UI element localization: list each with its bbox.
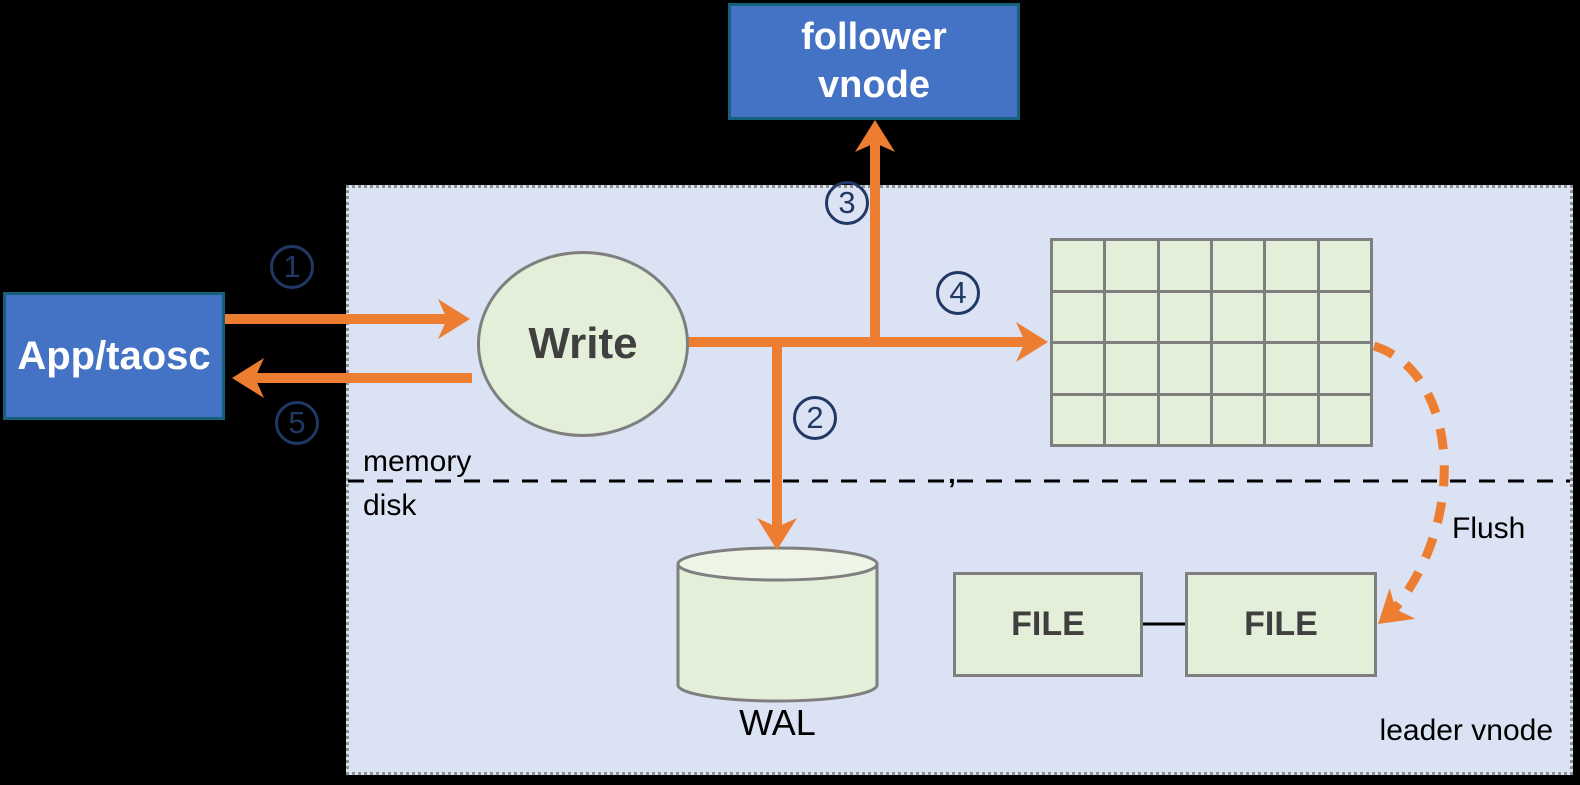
mem-table-cell [1159,344,1210,393]
mem-table-cell [1106,241,1157,290]
mem-table-cell [1266,292,1317,341]
file-box-left: FILE [953,572,1143,677]
mem-table-cell [1053,292,1104,341]
flush-dashed-curve [1372,341,1449,615]
step-2-badge: 2 [793,396,837,440]
step-4-badge: 4 [936,271,980,315]
mem-table-cell [1266,344,1317,393]
disk-label: disk [363,489,417,522]
leader-vnode-label: leader vnode [1379,714,1553,747]
memory-label: memory [363,445,472,478]
mem-table-cell [1053,241,1104,290]
file-left-label: FILE [1011,605,1085,643]
mem-table-cell [1319,344,1370,393]
mem-table-cell [1053,395,1104,444]
step-3-badge: 3 [825,181,869,225]
app-taosc-node: App/taosc [3,292,225,420]
app-taosc-label: App/taosc [17,334,211,378]
write-node: Write [477,251,689,437]
mem-table-cell [1159,241,1210,290]
mem-table-cell [1106,395,1157,444]
step-5-badge: 5 [275,401,319,445]
divider-mark: , [948,458,956,489]
mem-table-cell [1266,241,1317,290]
mem-table-cell [1319,395,1370,444]
mem-table-cell [1212,241,1264,290]
mem-table-cell [1212,292,1264,341]
mem-table-grid [1050,238,1373,447]
file-box-right: FILE [1185,572,1377,677]
mem-table-cell [1053,344,1104,393]
wal-label: WAL [739,702,816,743]
mem-table-cell [1159,292,1210,341]
follower-vnode-node: follower vnode [728,3,1020,120]
mem-table-cell [1159,395,1210,444]
follower-vnode-label-line2: vnode [818,63,930,106]
mem-table-cell [1106,344,1157,393]
follower-vnode-label-line1: follower [801,16,947,58]
write-label: Write [528,319,638,368]
step-1-badge: 1 [270,245,314,289]
wal-cylinder-shape [676,546,879,703]
mem-table-cell [1106,292,1157,341]
flush-label: Flush [1452,512,1526,545]
mem-table-cell [1212,344,1264,393]
mem-table-cell [1319,292,1370,341]
file-right-label: FILE [1244,605,1318,643]
mem-table-cell [1266,395,1317,444]
mem-table-cell [1319,241,1370,290]
mem-table-cell [1212,395,1264,444]
